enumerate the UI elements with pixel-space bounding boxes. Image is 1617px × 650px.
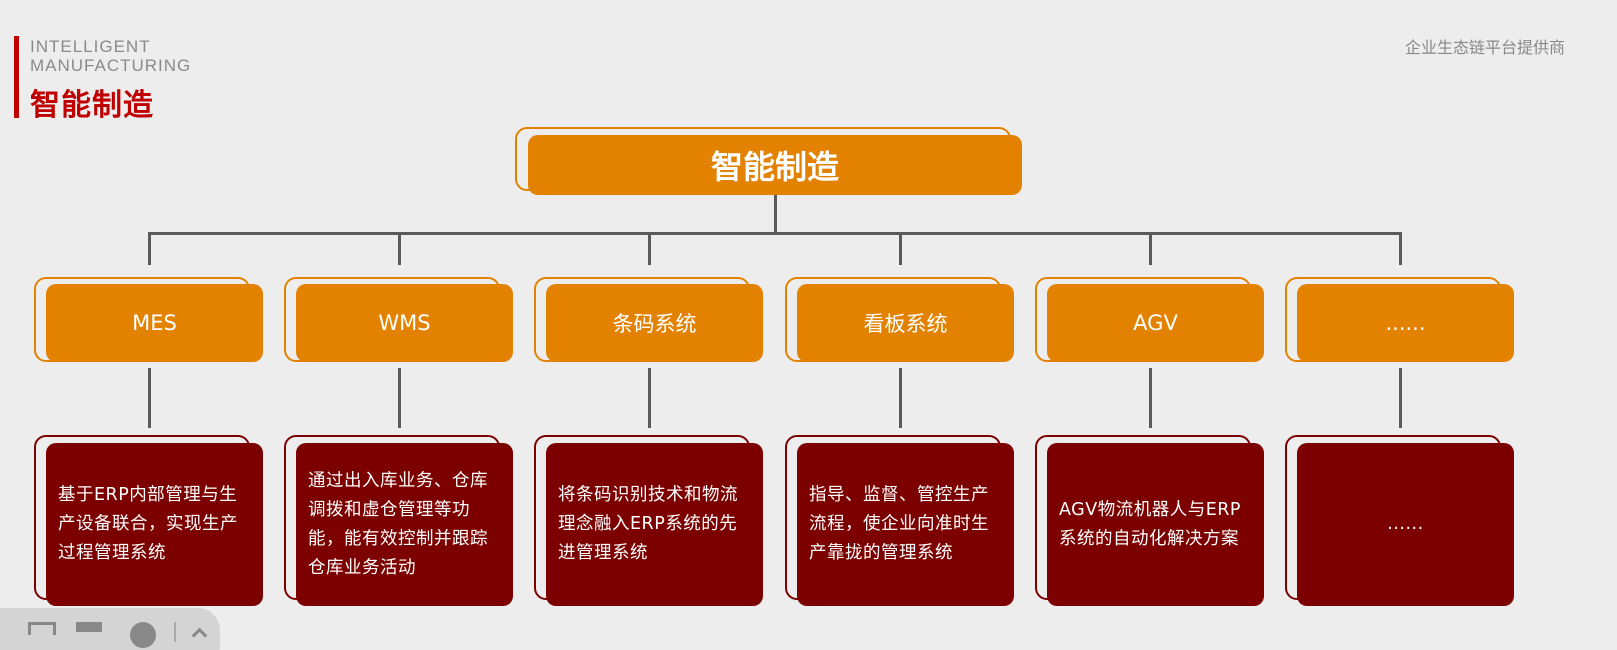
connector-line <box>1149 233 1152 265</box>
module-node: WMS <box>296 284 513 362</box>
module-node: 条码系统 <box>546 284 763 362</box>
description-text: AGV物流机器人与ERP系统的自动化解决方案 <box>1059 499 1241 549</box>
description-node: 基于ERP内部管理与生产设备联合，实现生产过程管理系统 <box>46 443 263 606</box>
connector-line <box>148 233 151 265</box>
tagline: 企业生态链平台提供商 <box>1404 38 1565 57</box>
fullscreen-icon[interactable] <box>28 622 56 635</box>
camera-icon[interactable] <box>76 622 102 632</box>
root-node: 智能制造 <box>528 135 1022 195</box>
connector-line <box>398 368 401 428</box>
description-node: ...... <box>1297 443 1514 606</box>
description-node: 将条码识别技术和物流理念融入ERP系统的先进管理系统 <box>546 443 763 606</box>
page-title: 智能制造 <box>30 88 154 123</box>
player-toolbar[interactable] <box>0 608 220 650</box>
connector-line <box>1149 368 1152 428</box>
title-accent-bar <box>14 36 19 118</box>
connector-line <box>899 368 902 428</box>
title-en-line2: MANUFACTURING <box>30 56 192 75</box>
description-text: 通过出入库业务、仓库调拨和虚仓管理等功能，能有效控制并跟踪仓库业务活动 <box>308 470 488 578</box>
connector-line <box>648 233 651 265</box>
connector-line <box>148 232 1402 235</box>
toolbar-divider <box>174 622 176 642</box>
description-text: ...... <box>1387 514 1424 534</box>
module-node: AGV <box>1047 284 1264 362</box>
connector-line <box>1399 233 1402 265</box>
description-text: 基于ERP内部管理与生产设备联合，实现生产过程管理系统 <box>58 485 238 563</box>
description-text: 将条码识别技术和物流理念融入ERP系统的先进管理系统 <box>558 485 738 563</box>
connector-line <box>899 233 902 265</box>
connector-line <box>1399 368 1402 428</box>
description-node: 指导、监督、管控生产流程，使企业向准时生产靠拢的管理系统 <box>797 443 1014 606</box>
connector-line <box>648 368 651 428</box>
module-node: MES <box>46 284 263 362</box>
connector-line <box>398 233 401 265</box>
module-node: 看板系统 <box>797 284 1014 362</box>
connector-line <box>148 368 151 428</box>
record-icon[interactable] <box>130 622 156 648</box>
module-node: ...... <box>1297 284 1514 362</box>
description-node: AGV物流机器人与ERP系统的自动化解决方案 <box>1047 443 1264 606</box>
description-node: 通过出入库业务、仓库调拨和虚仓管理等功能，能有效控制并跟踪仓库业务活动 <box>296 443 513 606</box>
title-en-line1: INTELLIGENT <box>30 37 151 56</box>
connector-line <box>774 195 777 234</box>
description-text: 指导、监督、管控生产流程，使企业向准时生产靠拢的管理系统 <box>809 485 989 563</box>
